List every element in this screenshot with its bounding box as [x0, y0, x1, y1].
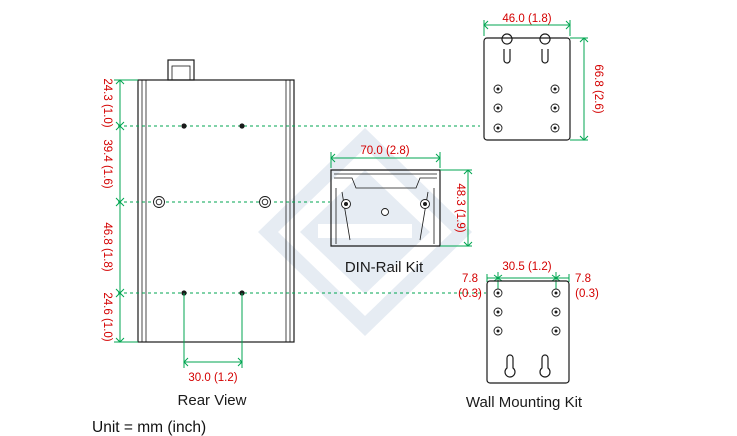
rear-view-caption: Rear View — [178, 392, 247, 409]
dim-label-right-0-3: (0.3) — [575, 288, 599, 300]
wall-top-plate — [483, 37, 571, 141]
dim-label-24-3: 24.3 (1.0) — [101, 78, 113, 127]
dim-label-46-0: 46.0 (1.8) — [502, 13, 551, 25]
din-rail-caption: DIN-Rail Kit — [345, 259, 424, 276]
dim-label-24-6: 24.6 (1.0) — [101, 292, 113, 341]
dim-label-66-8: 66.8 (2.6) — [592, 64, 604, 113]
right-rib-edge — [285, 80, 291, 342]
left-rib-edge — [141, 80, 147, 342]
din-rail-kit: 70.0 (2.8) 48.3 (1.9) DIN-Rail Kit — [330, 145, 473, 276]
din-center-hole — [381, 208, 389, 216]
keyhole-slot — [539, 33, 551, 64]
rear-view: 24.3 (1.0) 39.4 (1.6) 46.8 (1.8) 24.6 (1… — [101, 59, 486, 409]
unit-label: Unit = mm (inch) — [92, 419, 206, 436]
screw-hole — [239, 123, 245, 129]
screw-hole — [181, 123, 187, 129]
wall-mount-top-plate: 46.0 (1.8) 66.8 (2.6) — [483, 13, 604, 141]
keyhole-slot — [539, 354, 551, 378]
dim-label-48-3: 48.3 (1.9) — [454, 183, 466, 232]
keyhole-slot — [504, 354, 516, 378]
wall-bottom-screw-holes — [493, 288, 561, 336]
dim-label-46-8: 46.8 (1.8) — [101, 222, 113, 271]
dim-label-30-5: 30.5 (1.2) — [502, 261, 551, 273]
dim-label-left-7-8: 7.8 — [462, 273, 478, 285]
rear-view-body — [137, 79, 295, 343]
dim-label-30-0: 30.0 (1.2) — [188, 372, 237, 384]
dim-label-39-4: 39.4 (1.6) — [101, 139, 113, 188]
dim-label-left-0-3: (0.3) — [458, 288, 482, 300]
wall-bottom-plate — [486, 280, 570, 384]
wall-top-screw-holes — [493, 84, 560, 133]
wall-mounting-caption: Wall Mounting Kit — [466, 394, 583, 411]
keyhole-slot — [501, 33, 513, 64]
watermark-logo — [258, 128, 472, 336]
wall-mount-bottom-plate: 30.5 (1.2) 7.8 (0.3) 7.8 (0.3) Wall Moun… — [458, 261, 599, 411]
dim-label-right-7-8: 7.8 — [575, 273, 591, 285]
dim-label-70-0: 70.0 (2.8) — [360, 145, 409, 157]
